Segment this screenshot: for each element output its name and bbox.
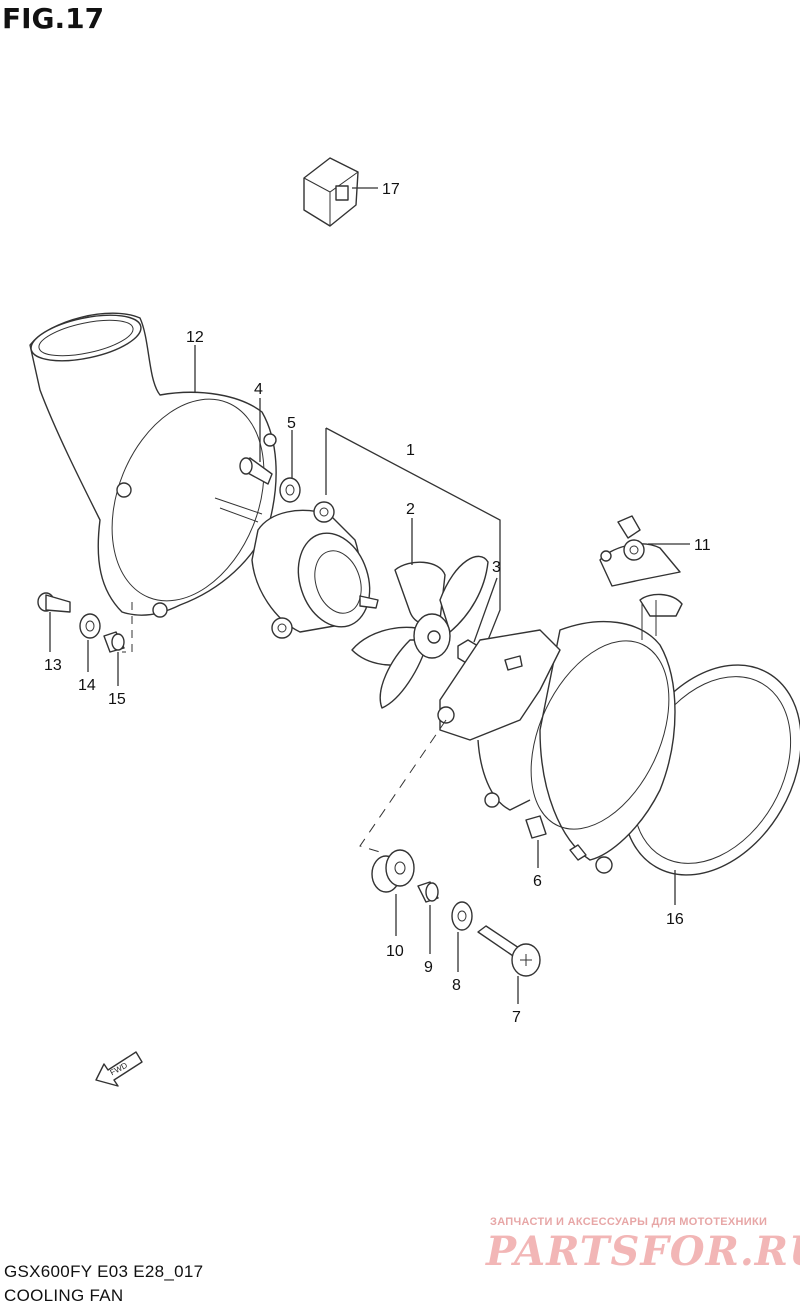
- part-2-fan-blade[interactable]: [351, 555, 489, 709]
- figure-title: FIG.17: [2, 2, 105, 35]
- part-14-washer[interactable]: [79, 613, 101, 639]
- leader-1-bracket: [325, 427, 501, 641]
- callout-14: 14: [78, 677, 96, 694]
- callout-8: 8: [452, 977, 461, 994]
- part-4-bolt[interactable]: [239, 457, 273, 485]
- part-9-collar[interactable]: [417, 881, 439, 903]
- leader-3: [473, 577, 498, 643]
- fwd-arrow-icon: FWD: [95, 1051, 143, 1087]
- callout-4: 4: [254, 381, 263, 398]
- watermark-logo: PARTSFOR.RU: [486, 1228, 800, 1275]
- callout-1: 1: [406, 442, 415, 459]
- part-15-collar[interactable]: [103, 631, 125, 653]
- callout-10: 10: [386, 943, 404, 960]
- callout-11: 11: [694, 537, 711, 554]
- callout-15: 15: [108, 691, 126, 708]
- watermark-tagline: ЗАПЧАСТИ И АКСЕССУАРЫ ДЛЯ МОТОТЕХНИКИ: [490, 1216, 768, 1228]
- part-6-clip[interactable]: [525, 815, 547, 839]
- part-1-fan-frame[interactable]: [437, 629, 561, 811]
- part-17-relay[interactable]: [303, 157, 359, 227]
- callout-12: 12: [186, 329, 204, 346]
- callout-9: 9: [424, 959, 433, 976]
- callout-5: 5: [287, 415, 296, 432]
- callout-3: 3: [492, 559, 501, 576]
- dashed-assembly-line-10: [359, 719, 447, 853]
- part-8-washer[interactable]: [451, 901, 473, 931]
- section-name: COOLING FAN: [4, 1286, 124, 1305]
- part-16-shroud-ring[interactable]: [503, 619, 800, 907]
- part-13-bolt[interactable]: [37, 592, 71, 613]
- callout-2: 2: [406, 501, 415, 518]
- part-7-screw[interactable]: [477, 925, 541, 977]
- dashed-assembly-line-15: [122, 602, 133, 653]
- model-code: GSX600FY E03 E28_017: [4, 1262, 204, 1281]
- callout-16: 16: [666, 911, 684, 928]
- part-11-bracket[interactable]: [599, 515, 683, 640]
- callout-7: 7: [512, 1009, 521, 1026]
- callout-13: 13: [44, 657, 62, 674]
- callout-17: 17: [382, 181, 400, 198]
- part-5-washer[interactable]: [279, 477, 301, 503]
- callout-6: 6: [533, 873, 542, 890]
- part-1-fan-motor[interactable]: [214, 497, 381, 639]
- part-10-grommet[interactable]: [371, 849, 415, 893]
